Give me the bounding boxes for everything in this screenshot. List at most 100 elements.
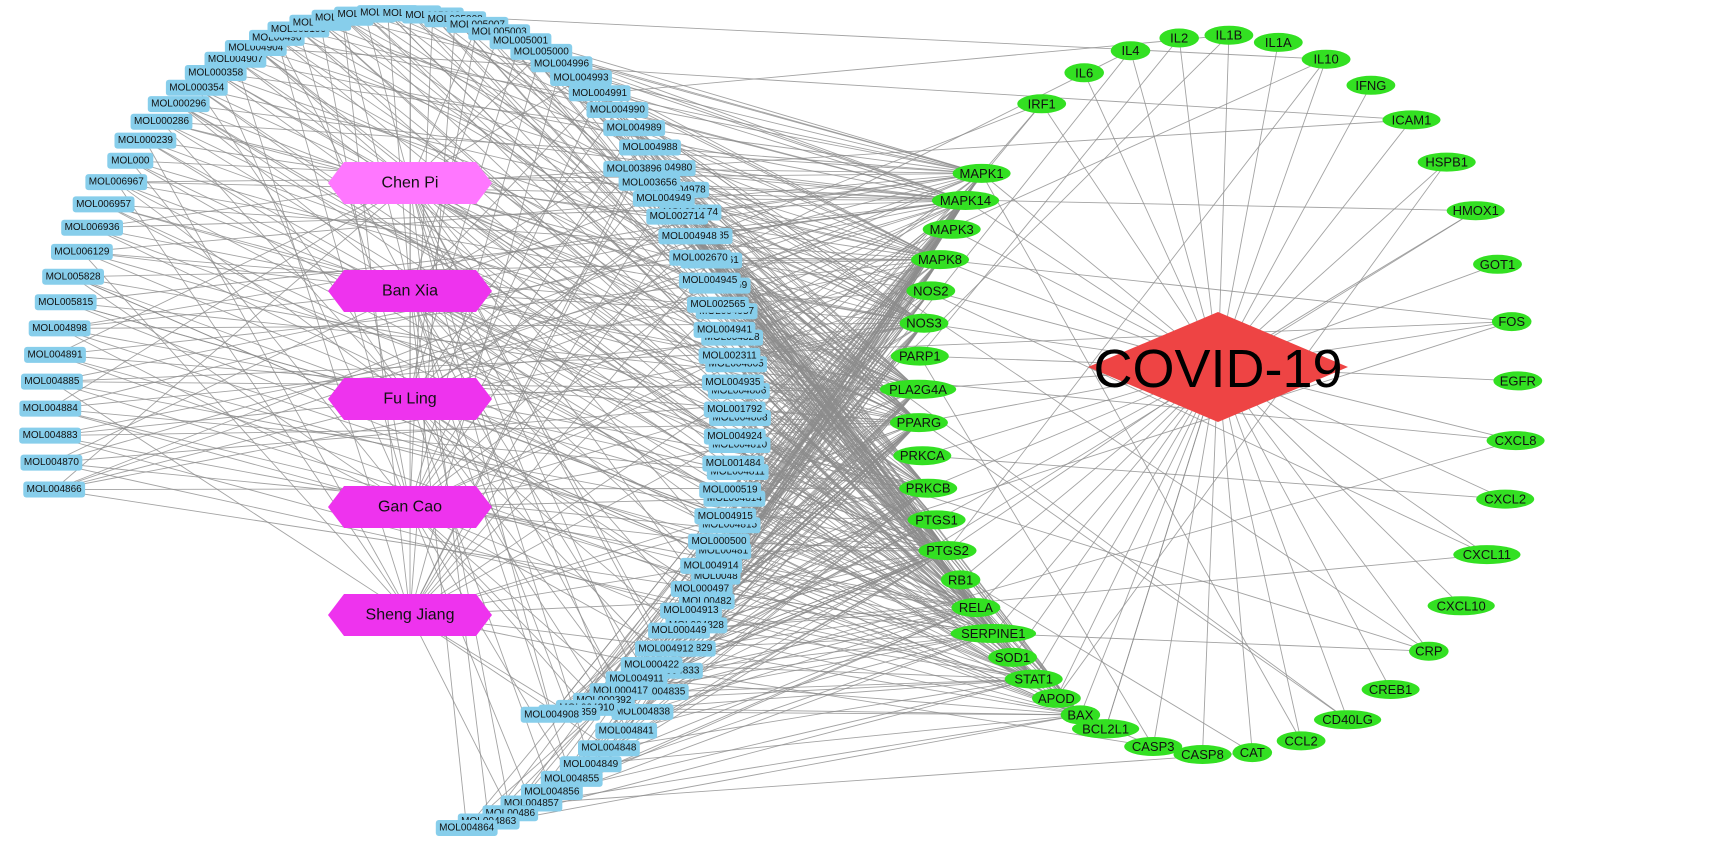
target-ellipse (907, 510, 966, 530)
edge-compound-target (724, 329, 977, 608)
compound-node-box (114, 132, 177, 149)
edge-target-target (1056, 161, 1448, 699)
target-ellipse (1204, 25, 1254, 45)
compound-node: MOL004841 (595, 722, 658, 739)
edge-compound-target (91, 227, 1034, 680)
compound-node-label: MOL004914 (684, 560, 739, 571)
compound-node-label: MOL004915 (698, 511, 753, 522)
target-node-il2: IL2 (1159, 28, 1199, 48)
compound-node-label: MOL00482 (682, 596, 732, 607)
target-node-nos2: NOS2 (906, 281, 956, 301)
target-ellipse (1427, 596, 1495, 616)
target-ellipse (1417, 152, 1476, 172)
edge-target-target (919, 355, 1154, 747)
compound-node-label: MOL004864 (439, 823, 494, 834)
edge-compound-target (636, 678, 1081, 716)
compound-node-label: MOL006129 (54, 246, 109, 257)
target-label: MAPK3 (930, 222, 974, 237)
compound-node-box (184, 65, 247, 81)
compound-node-box (698, 347, 761, 364)
edge-compound-target (620, 633, 994, 692)
edge-compound-target (733, 290, 932, 464)
edge-herb-compound (255, 47, 411, 184)
edge-disease-target (1079, 366, 1219, 716)
edge-compound-target (145, 140, 977, 608)
target-ellipse (1382, 110, 1441, 130)
target-ellipse (1124, 737, 1183, 756)
edge-compound-target (51, 388, 919, 464)
compound-node: MOL000449 (648, 622, 710, 639)
edge-compound-target (50, 259, 941, 437)
compound-node-box (632, 190, 695, 207)
compound-node: MOL004993 (550, 70, 612, 86)
compound-node-label: MOL006967 (89, 177, 144, 188)
target-ellipse (1004, 669, 1063, 689)
target-label: BCL2L1 (1082, 721, 1129, 736)
edge-disease-target (1217, 366, 1253, 753)
compound-node: MOL003896 (603, 160, 666, 177)
compound-node-label: MOL000422 (624, 660, 679, 671)
edge-compound-target (678, 189, 941, 261)
target-ellipse (1159, 28, 1199, 48)
compound-node-label: MOL005003 (472, 27, 527, 38)
target-ellipse (952, 163, 1011, 183)
target-node-rela: RELA (951, 598, 1001, 618)
compound-node-label: MOL004911 (609, 674, 664, 685)
compound-node: MOL001792 (703, 401, 766, 418)
edge-compound-target (466, 714, 1081, 829)
target-label: PPARG (897, 415, 942, 430)
edge-compound-target (72, 276, 1154, 747)
compound-node-box (520, 706, 583, 723)
compound-node: MOL002565 (687, 296, 749, 313)
target-label: STAT1 (1014, 672, 1053, 687)
edge-compound-target (215, 72, 982, 174)
compound-node-label: MOL004948 (662, 231, 717, 242)
compound-node-label: MOL004991 (572, 88, 627, 99)
herb-node-chen-pi: Chen Pi (328, 162, 492, 204)
edge-herb-compound (409, 290, 570, 713)
compound-node-box (646, 208, 709, 225)
compound-node-label: MOL004849 (563, 759, 618, 770)
edge-compound-target (709, 200, 966, 282)
target-node-fos: FOS (1491, 312, 1532, 332)
target-ellipse (1446, 201, 1505, 221)
edge-compound-target (731, 337, 920, 424)
compound-node-label: MOL004841 (599, 725, 654, 736)
edge-compound-target (718, 541, 1034, 680)
edge-target-target (922, 455, 1506, 500)
target-label: IL6 (1075, 65, 1093, 80)
edge-disease-target (1217, 85, 1372, 368)
compound-node-box (660, 602, 722, 619)
edge-compound-target (711, 565, 976, 609)
edge-compound-target (54, 103, 1042, 490)
target-label: NOS2 (913, 283, 948, 298)
compound-node-label: MOL004870 (24, 457, 79, 468)
compound-node-label: MOL004866 (27, 484, 82, 495)
target-node-hmox1: HMOX1 (1446, 201, 1505, 221)
compound-node-box (620, 657, 683, 673)
target-label: SOD1 (995, 650, 1030, 665)
target-label: IL2 (1170, 31, 1188, 46)
edge-disease-target (1217, 366, 1430, 652)
herb-hexagon (328, 270, 492, 312)
compound-node-label: MOL002670 (673, 252, 728, 263)
target-ellipse (1346, 75, 1396, 95)
target-ellipse (918, 541, 977, 561)
edge-compound-target (54, 354, 1081, 716)
compound-node-box (648, 622, 710, 639)
target-ellipse (889, 413, 948, 433)
compound-node-label: MOL000497 (674, 584, 729, 595)
compound-node-label: MOL004885 (24, 376, 79, 387)
edge-compound-target (642, 711, 1081, 716)
compound-node-box (603, 120, 666, 137)
target-label: BAX (1067, 707, 1093, 722)
edge-compound-target (116, 172, 982, 183)
compound-node-label: MOL000449 (651, 625, 706, 636)
compound-node-label: MOL006936 (65, 222, 120, 233)
compound-node: MOL004908 (520, 706, 583, 723)
compound-node-label: MOL003896 (607, 163, 662, 174)
compound-node: MOL004941 (693, 321, 756, 338)
edge-compound-target (51, 462, 1034, 680)
target-node-cxcl2: CXCL2 (1476, 489, 1535, 509)
edge-herb-compound (409, 614, 610, 749)
